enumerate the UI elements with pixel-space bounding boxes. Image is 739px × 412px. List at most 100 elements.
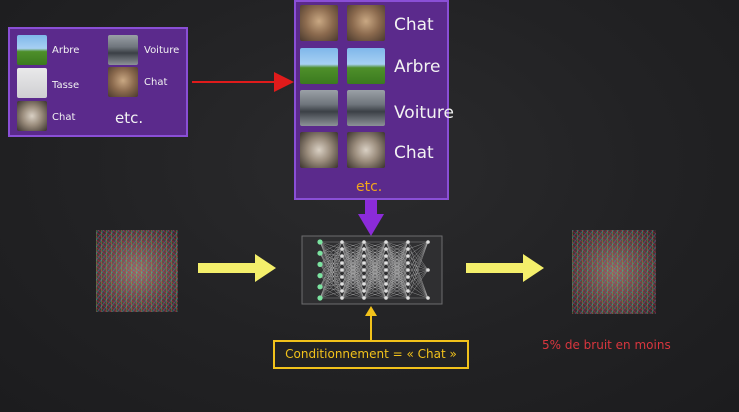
nn-input-node bbox=[317, 239, 323, 245]
nn-connection bbox=[341, 241, 365, 257]
nn-connection bbox=[319, 241, 343, 278]
nn-connection bbox=[407, 241, 429, 299]
nn-connection bbox=[407, 241, 429, 285]
nn-connection bbox=[385, 241, 409, 292]
nn-connection bbox=[385, 241, 409, 299]
tree-thumbnail bbox=[347, 48, 385, 84]
nn-node bbox=[384, 240, 388, 244]
yellow-arrow-left bbox=[198, 254, 276, 282]
nn-connection bbox=[341, 290, 365, 299]
nn-connection bbox=[319, 286, 343, 292]
nn-connection bbox=[385, 241, 409, 257]
cat-thumbnail bbox=[300, 132, 338, 168]
nn-connection bbox=[363, 241, 387, 271]
nn-connection bbox=[341, 241, 365, 285]
nn-connection bbox=[341, 269, 365, 299]
nn-node bbox=[384, 247, 388, 251]
nn-node bbox=[384, 296, 388, 300]
cat-thumbnail bbox=[347, 5, 385, 41]
nn-connection bbox=[407, 290, 429, 299]
nn-connection bbox=[407, 241, 429, 250]
nn-node bbox=[384, 261, 388, 265]
nn-connection bbox=[363, 241, 387, 292]
nn-connection bbox=[385, 255, 409, 299]
gold-up-arrow bbox=[365, 306, 377, 340]
nn-input-node bbox=[317, 273, 323, 279]
nn-connection bbox=[319, 264, 343, 292]
nn-node bbox=[340, 240, 344, 244]
label-voiture: Voiture bbox=[394, 103, 454, 123]
nn-connection bbox=[341, 276, 365, 299]
nn-input-node bbox=[317, 261, 323, 267]
nn-connection bbox=[319, 276, 343, 299]
nn-connection bbox=[407, 241, 429, 271]
paired-dataset-panel: Chat Arbre Voiture Chat etc. bbox=[294, 0, 454, 200]
neural-network-icon bbox=[301, 235, 443, 305]
nn-connection bbox=[385, 241, 409, 271]
nn-connection bbox=[319, 262, 343, 299]
nn-connection bbox=[319, 269, 343, 287]
nn-node bbox=[384, 268, 388, 272]
nn-connection bbox=[341, 283, 365, 299]
nn-connection bbox=[319, 262, 343, 276]
nn-connection bbox=[363, 269, 387, 299]
nn-connection bbox=[319, 248, 343, 299]
nn-connection bbox=[407, 269, 429, 285]
nn-node bbox=[362, 268, 366, 272]
label-tasse: Tasse bbox=[52, 80, 80, 91]
nn-node bbox=[406, 268, 410, 272]
nn-node bbox=[426, 296, 430, 300]
nn-connection bbox=[319, 275, 343, 278]
nn-connection bbox=[407, 241, 429, 264]
conditioning-box: Conditionnement = « Chat » bbox=[273, 340, 469, 369]
nn-connection bbox=[319, 241, 343, 292]
nn-connection bbox=[363, 255, 387, 299]
nn-connection bbox=[319, 253, 343, 278]
nn-node bbox=[406, 240, 410, 244]
cat-thumbnail bbox=[108, 67, 138, 97]
nn-node bbox=[406, 247, 410, 251]
nn-connection bbox=[363, 241, 387, 299]
nn-connection bbox=[363, 283, 387, 299]
nn-node bbox=[362, 275, 366, 279]
labeled-dataset-panel: Arbre Voiture Tasse Chat Chat etc. bbox=[8, 27, 188, 137]
etc-label: etc. bbox=[115, 109, 144, 127]
nn-connection bbox=[319, 283, 343, 287]
tree-thumbnail bbox=[17, 35, 47, 65]
nn-connection bbox=[319, 275, 343, 292]
nn-connection bbox=[407, 269, 429, 299]
nn-node bbox=[406, 254, 410, 258]
nn-connection bbox=[385, 241, 409, 250]
nn-connection bbox=[319, 275, 343, 285]
nn-node bbox=[406, 289, 410, 293]
nn-connection bbox=[363, 241, 387, 250]
nn-connection bbox=[407, 241, 429, 257]
label-voiture: Voiture bbox=[144, 45, 180, 56]
nn-connection bbox=[407, 269, 429, 278]
nn-node bbox=[340, 268, 344, 272]
nn-connection bbox=[319, 241, 343, 265]
car-thumbnail bbox=[108, 35, 138, 65]
nn-connection bbox=[385, 262, 409, 299]
nn-node bbox=[340, 275, 344, 279]
label-arbre: Arbre bbox=[52, 45, 80, 56]
nn-connection bbox=[407, 241, 429, 278]
nn-node bbox=[426, 268, 430, 272]
nn-node bbox=[384, 254, 388, 258]
nn-connection bbox=[341, 241, 365, 299]
mug-thumbnail bbox=[17, 68, 47, 98]
nn-node bbox=[384, 275, 388, 279]
nn-connection bbox=[385, 241, 409, 278]
nn-node bbox=[384, 289, 388, 293]
nn-connection bbox=[407, 241, 429, 292]
nn-node bbox=[406, 296, 410, 300]
nn-node bbox=[384, 282, 388, 286]
nn-connection bbox=[319, 255, 343, 287]
nn-connection bbox=[341, 262, 365, 299]
nn-connection bbox=[385, 283, 409, 299]
nn-connection bbox=[341, 248, 365, 299]
nn-connection bbox=[341, 241, 365, 278]
nn-connection bbox=[319, 269, 343, 276]
nn-connection bbox=[341, 241, 365, 264]
